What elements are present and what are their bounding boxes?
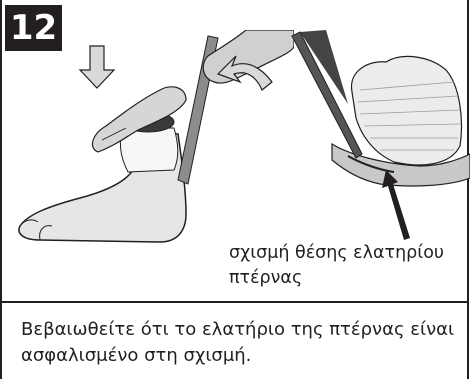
instruction-line-1: Βεβαιωθείτε ότι το ελατήριο της πτέρνας … — [21, 317, 461, 343]
instruction-text: Βεβαιωθείτε ότι το ελατήριο της πτέρνας … — [21, 317, 461, 369]
instruction-line-2: ασφαλισμένο στη σχισμή. — [21, 343, 461, 369]
section-divider — [2, 301, 467, 303]
foot-shell-illustration — [10, 30, 294, 262]
down-arrow-icon — [80, 46, 114, 88]
heel-spring-closeup — [290, 30, 470, 240]
callout-caption: σχισμή θέσης ελατηρίου πτέρνας — [229, 241, 444, 291]
caption-line-2: πτέρνας — [229, 266, 444, 291]
caption-line-1: σχισμή θέσης ελατηρίου — [229, 241, 444, 266]
